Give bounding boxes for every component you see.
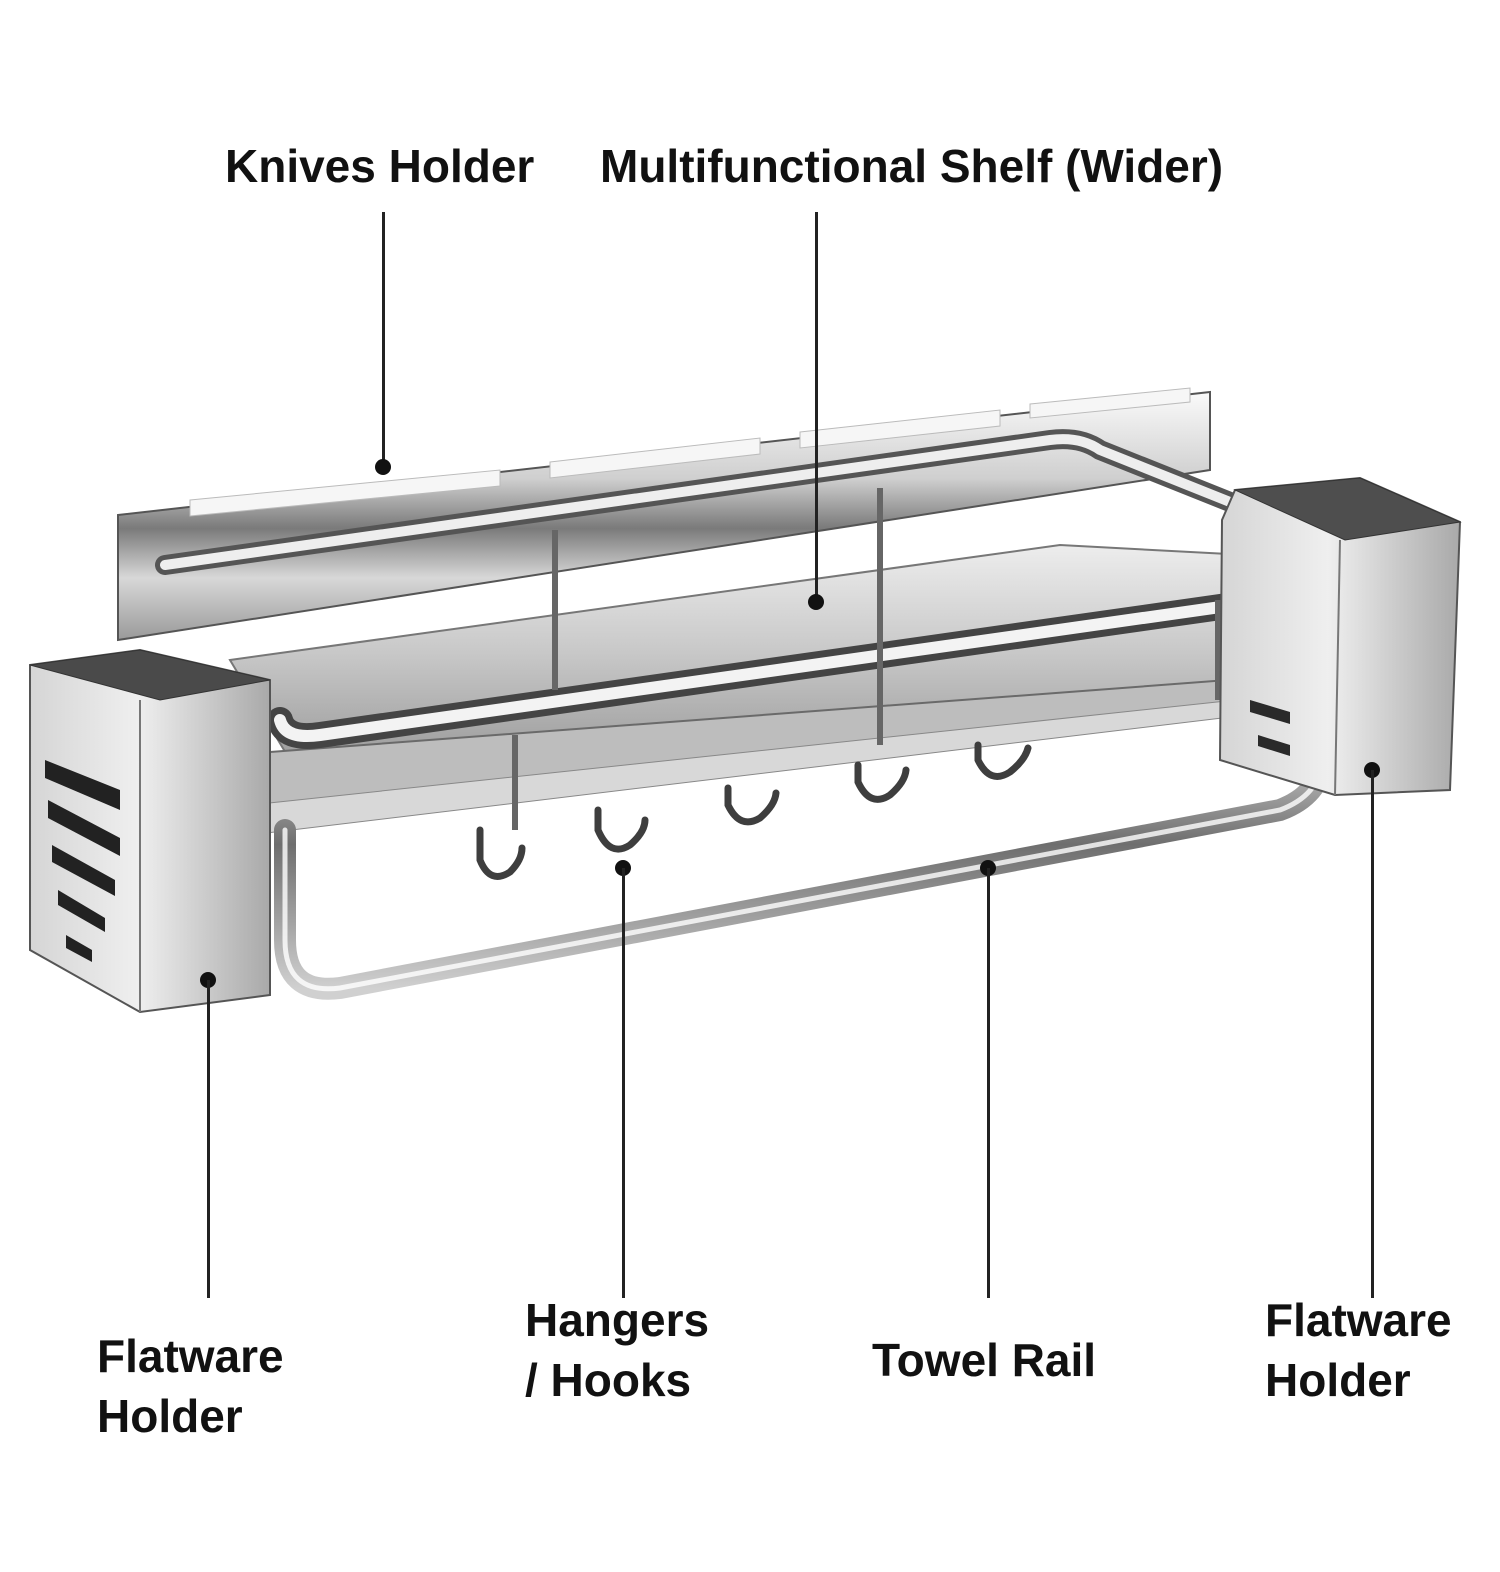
leader-line-hooks xyxy=(622,868,625,1298)
hook xyxy=(476,826,526,880)
label-flatware-holder-left: Flatware Holder xyxy=(97,1326,284,1446)
leader-line-knives xyxy=(382,212,385,467)
leader-line-flatware-left xyxy=(207,980,210,1298)
right-flatware-box xyxy=(1218,476,1462,797)
label-flatware-holder-right: Flatware Holder xyxy=(1265,1290,1452,1410)
label-knives-holder: Knives Holder xyxy=(225,140,535,192)
shelf-posts xyxy=(512,488,1221,830)
label-flatware-left-line1: Flatware xyxy=(97,1330,284,1382)
leader-line-shelf xyxy=(815,212,818,602)
hook xyxy=(594,806,649,853)
label-flatware-right-line2: Holder xyxy=(1265,1354,1411,1406)
label-towel-rail: Towel Rail xyxy=(872,1334,1097,1386)
label-flatware-left-line2: Holder xyxy=(97,1390,243,1442)
hooks xyxy=(476,741,1032,880)
label-hangers-line2: / Hooks xyxy=(525,1354,692,1406)
hook xyxy=(724,784,780,826)
left-flatware-box xyxy=(29,648,271,1014)
leader-line-towel-rail xyxy=(987,868,990,1298)
label-hangers-hooks: Hangers / Hooks xyxy=(525,1290,709,1410)
leader-dot-shelf xyxy=(808,594,824,610)
hook xyxy=(854,761,910,803)
label-multifunctional-shelf: Multifunctional Shelf (Wider) xyxy=(600,140,1224,192)
leader-dot-knives xyxy=(375,459,391,475)
hook xyxy=(974,741,1032,780)
label-hangers-line1: Hangers xyxy=(525,1294,710,1346)
label-flatware-right-line1: Flatware xyxy=(1265,1294,1452,1346)
leader-line-flatware-right xyxy=(1371,770,1374,1298)
